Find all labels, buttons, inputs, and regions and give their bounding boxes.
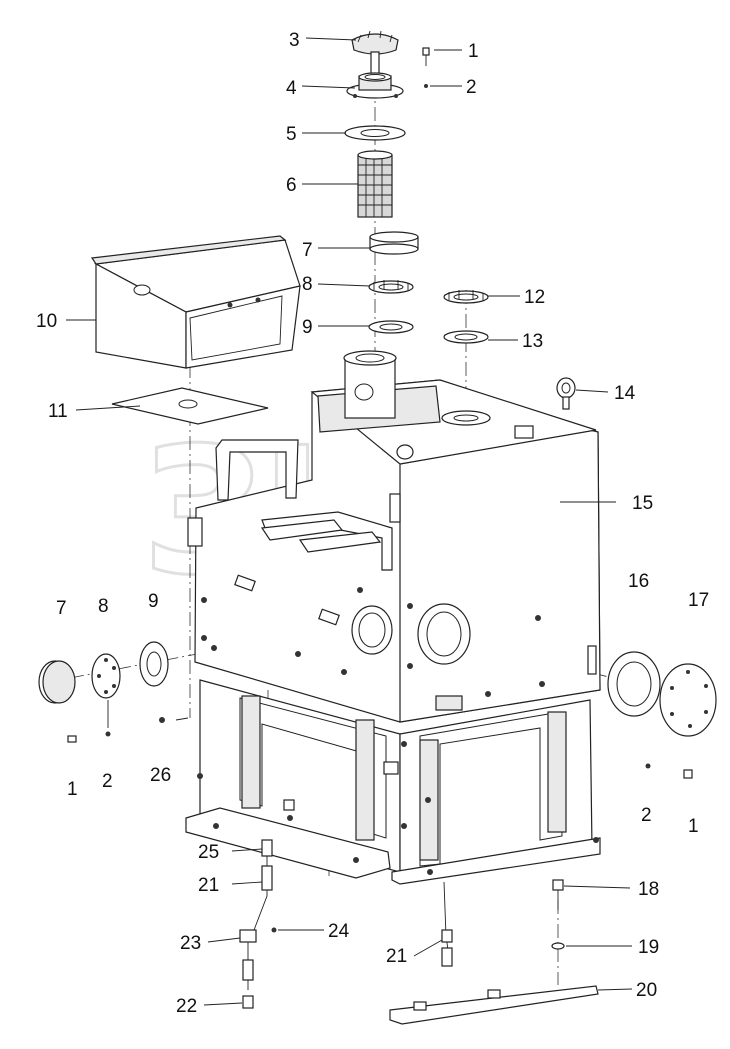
leader-lines (66, 37, 633, 1006)
left-cover-group (38, 641, 169, 743)
callout-5: 5 (286, 124, 297, 145)
callouts: 3 1 4 2 5 6 7 8 12 10 9 13 14 11 15 16 1… (36, 30, 709, 1017)
right-flange-group (607, 651, 717, 779)
callout-16: 16 (628, 571, 649, 592)
eye-bolt-14 (556, 377, 576, 410)
callout-23: 23 (180, 933, 201, 954)
bolt-top (422, 47, 430, 66)
callout-19: 19 (638, 937, 659, 958)
callout-1-left: 1 (67, 779, 78, 800)
callout-6: 6 (286, 175, 297, 196)
callout-9: 9 (302, 317, 313, 338)
gasket-5 (344, 125, 406, 141)
callout-13: 13 (522, 331, 543, 352)
callout-14: 14 (614, 383, 636, 404)
strainer-basket (357, 150, 393, 218)
callout-4: 4 (286, 78, 297, 99)
electrical-box-10 (90, 235, 301, 369)
callout-3: 3 (289, 30, 300, 51)
callout-8: 8 (302, 274, 313, 295)
callout-2-right: 2 (641, 805, 652, 826)
plug-7-top (369, 231, 419, 255)
callout-7-left: 7 (56, 598, 67, 619)
tank-stand (185, 679, 601, 885)
gasket-13 (443, 330, 489, 344)
callout-2: 2 (466, 77, 477, 98)
callout-2-left: 2 (102, 771, 113, 792)
filler-neck-flange (346, 72, 404, 99)
callout-17: 17 (688, 590, 709, 611)
gasket-9-top (368, 320, 414, 334)
callout-20: 20 (636, 980, 657, 1001)
hose-fittings (239, 839, 599, 1025)
callout-18: 18 (638, 879, 659, 900)
washer-26 (159, 717, 165, 723)
base-plate-11 (111, 387, 269, 425)
hydraulic-tank-15 (187, 350, 601, 723)
callout-10: 10 (36, 311, 57, 332)
callout-21-right: 21 (386, 946, 407, 967)
callout-9-left: 9 (148, 591, 159, 612)
washer-top (424, 84, 428, 88)
bolt-ring-8 (368, 280, 414, 294)
callout-11: 11 (48, 401, 68, 422)
callout-8-left: 8 (98, 596, 109, 617)
callout-26: 26 (150, 765, 171, 786)
callout-15: 15 (632, 493, 653, 514)
callout-12: 12 (524, 287, 545, 308)
bolt-ring-12 (443, 290, 489, 304)
callout-21: 21 (198, 875, 219, 896)
callout-22: 22 (176, 996, 197, 1017)
callout-1: 1 (468, 41, 479, 62)
callout-7: 7 (302, 240, 313, 261)
filler-cap (351, 30, 399, 75)
callout-1-right: 1 (688, 816, 699, 837)
callout-24: 24 (328, 921, 350, 942)
callout-25: 25 (198, 842, 219, 863)
